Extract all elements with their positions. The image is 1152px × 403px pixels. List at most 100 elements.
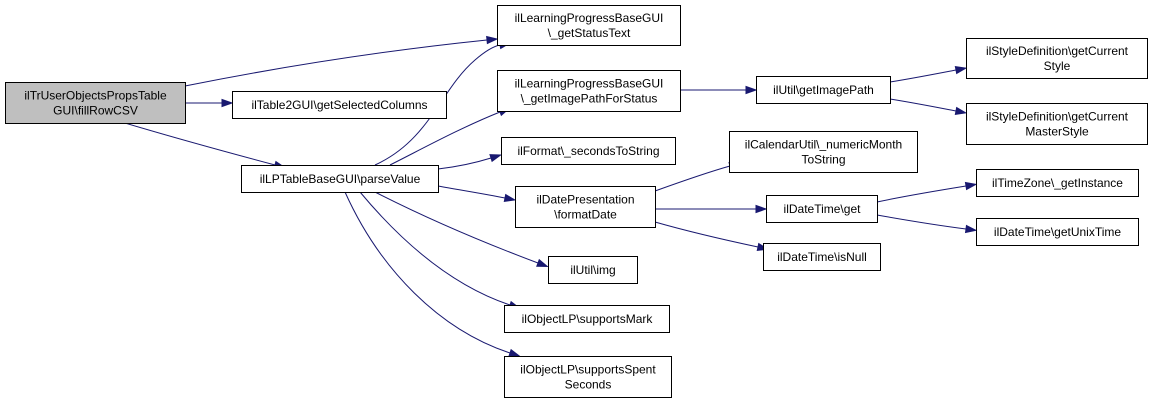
node-utilImagePath[interactable]: ilUtil\getImagePath xyxy=(756,76,891,104)
node-label-line: ilLPTableBaseGUI\parseValue xyxy=(260,172,421,186)
arrowhead xyxy=(964,181,978,191)
edge-parseValue-supportsSpent xyxy=(344,191,521,357)
arrowhead xyxy=(489,154,502,163)
arrowhead xyxy=(508,348,521,357)
node-box xyxy=(763,243,881,271)
node-lpStatusText[interactable]: ilLearningProgressBaseGUI\_getStatusText xyxy=(497,5,681,46)
edge-line xyxy=(876,214,967,230)
edge-formatDate-calendarUtil xyxy=(654,162,742,192)
edge-parseValue-supportsMark xyxy=(359,191,521,309)
edge-root-parseValue xyxy=(124,122,287,169)
node-box xyxy=(504,305,670,333)
node-box xyxy=(497,70,681,112)
edge-dateGet-unixTime xyxy=(876,214,978,234)
node-table2[interactable]: ilTable2GUI\getSelectedColumns xyxy=(232,91,447,119)
edge-line xyxy=(889,98,957,112)
node-box xyxy=(966,38,1148,79)
node-label-line: ilDateTime\get xyxy=(784,202,862,216)
node-label-line: ilDateTime\isNull xyxy=(777,250,867,264)
edge-formatDate-isNull xyxy=(654,221,770,252)
arrowhead xyxy=(745,85,758,95)
edge-root-table2 xyxy=(185,98,234,108)
arrowhead xyxy=(536,258,549,268)
node-label-line: ilStyleDefinition\getCurrent xyxy=(986,110,1129,124)
edge-line xyxy=(437,185,506,199)
edge-line xyxy=(184,39,488,87)
node-label-line: ilUtil\getImagePath xyxy=(773,83,874,97)
node-box xyxy=(976,169,1139,197)
node-utilImg[interactable]: ilUtil\img xyxy=(548,256,638,284)
node-label-line: ilTrUserObjectsPropsTable xyxy=(24,89,167,103)
arrowhead xyxy=(755,204,768,214)
node-label-line: \formatDate xyxy=(554,208,617,222)
edge-parseValue-utilImg xyxy=(374,191,549,268)
node-label-line: \_getImagePathForStatus xyxy=(521,92,658,106)
node-label-line: Seconds xyxy=(565,378,612,392)
edge-line xyxy=(654,221,759,248)
edge-line xyxy=(374,191,539,264)
node-box xyxy=(756,76,891,104)
edge-formatDate-dateGet xyxy=(655,204,768,214)
edge-line xyxy=(437,157,492,170)
node-label-line: ilLearningProgressBaseGUI xyxy=(515,11,664,25)
edge-line xyxy=(359,191,511,306)
edge-root-lpStatusText xyxy=(184,35,499,87)
arrowhead xyxy=(954,106,968,116)
node-parseValue[interactable]: ilLPTableBaseGUI\parseValue xyxy=(241,165,439,193)
node-box xyxy=(504,356,672,398)
node-label-line: ToString xyxy=(801,153,845,167)
node-label-line: ilDateTime\getUnixTime xyxy=(994,225,1121,239)
node-dateGet[interactable]: ilDateTime\get xyxy=(766,195,878,223)
edge-parseValue-formatSeconds xyxy=(437,154,502,170)
node-label-line: ilStyleDefinition\getCurrent xyxy=(986,44,1129,58)
node-box xyxy=(232,91,447,119)
node-label-line: ilCalendarUtil\_numericMonth xyxy=(745,138,902,152)
node-label-line: ilTimeZone\_getInstance xyxy=(992,176,1123,190)
node-isNull[interactable]: ilDateTime\isNull xyxy=(763,243,881,271)
node-formatDate[interactable]: ilDatePresentation\formatDate xyxy=(515,186,656,228)
arrowhead xyxy=(221,98,234,108)
arrowhead xyxy=(503,193,517,203)
node-label-line: ilLearningProgressBaseGUI xyxy=(515,77,664,91)
node-tzInstance[interactable]: ilTimeZone\_getInstance xyxy=(976,169,1139,197)
node-box xyxy=(5,82,186,124)
nodes-layer: ilTrUserObjectsPropsTableGUI\fillRowCSVi… xyxy=(5,5,1148,398)
node-supportsMark[interactable]: ilObjectLP\supportsMark xyxy=(504,305,670,333)
node-box xyxy=(241,165,439,193)
node-box xyxy=(729,131,918,173)
node-label-line: ilObjectLP\supportsMark xyxy=(522,312,654,326)
edge-dateGet-tzInstance xyxy=(876,181,978,203)
edge-lpImagePath-utilImagePath xyxy=(680,85,758,95)
arrowhead xyxy=(954,65,968,75)
edge-line xyxy=(344,191,511,354)
node-unixTime[interactable]: ilDateTime\getUnixTime xyxy=(976,218,1139,246)
node-box xyxy=(548,256,638,284)
node-box xyxy=(976,218,1139,246)
node-lpImagePath[interactable]: ilLearningProgressBaseGUI\_getImagePathF… xyxy=(497,70,681,112)
node-label-line: ilUtil\img xyxy=(570,263,615,277)
edge-line xyxy=(889,69,957,83)
node-formatSeconds[interactable]: ilFormat\_secondsToString xyxy=(501,137,676,165)
node-label-line: ilFormat\_secondsToString xyxy=(517,144,659,158)
node-label-line: Style xyxy=(1044,59,1071,73)
edge-line xyxy=(654,165,731,192)
node-label-line: ilTable2GUI\getSelectedColumns xyxy=(251,98,427,112)
node-box xyxy=(497,5,681,46)
edge-line xyxy=(876,185,967,203)
node-label-line: \_getStatusText xyxy=(548,26,631,40)
edge-parseValue-formatDate xyxy=(437,185,517,203)
node-box xyxy=(766,195,878,223)
edge-line xyxy=(124,122,276,166)
node-label-line: ilObjectLP\supportsSpent xyxy=(520,363,656,377)
node-box xyxy=(966,103,1148,145)
edge-line xyxy=(374,44,501,166)
node-box xyxy=(501,137,676,165)
arrowhead xyxy=(964,224,978,234)
node-label-line: ilDatePresentation xyxy=(536,193,634,207)
